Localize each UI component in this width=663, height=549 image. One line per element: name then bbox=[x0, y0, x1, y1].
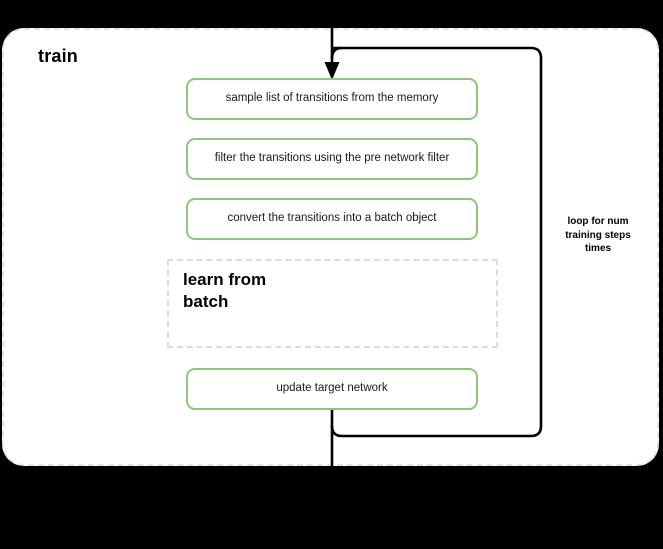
step-box-sample-transitions[interactable]: sample list of transitions from the memo… bbox=[186, 78, 478, 120]
subgroup-label: learn from batch bbox=[183, 270, 267, 312]
loop-annotation-label: loop for num training steps times bbox=[565, 216, 631, 254]
step-box-update-target-network[interactable]: update target network bbox=[186, 368, 478, 410]
step-label: update target network bbox=[276, 382, 388, 395]
step-label: filter the transitions using the pre net… bbox=[214, 152, 450, 165]
step-label: sample list of transitions from the memo… bbox=[225, 92, 439, 105]
step-box-filter-transitions[interactable]: filter the transitions using the pre net… bbox=[186, 138, 478, 180]
step-box-convert-to-batch[interactable]: convert the transitions into a batch obj… bbox=[186, 198, 478, 240]
page-title: train bbox=[38, 46, 79, 66]
subgroup-learn-from-batch[interactable]: learn from batch bbox=[167, 259, 498, 348]
step-label: convert the transitions into a batch obj… bbox=[227, 212, 437, 225]
